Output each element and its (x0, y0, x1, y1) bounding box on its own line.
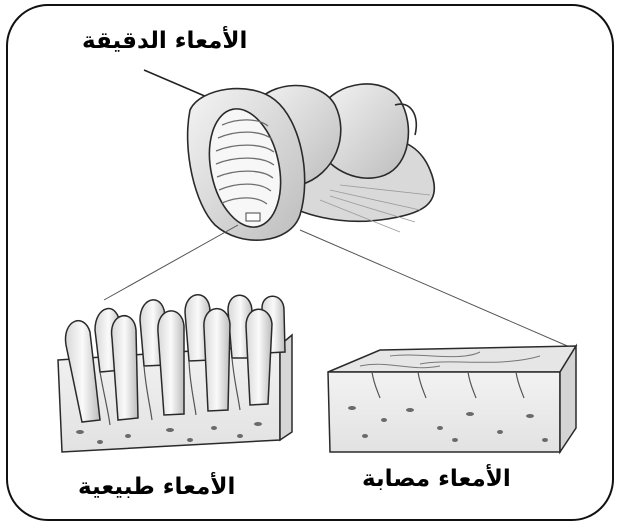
normal-villi-block (58, 295, 292, 452)
infected-flat-block (328, 346, 576, 452)
small-intestine-label: الأمعاء الدقيقة (82, 28, 247, 54)
normal-intestine-label: الأمعاء طبيعية (78, 474, 235, 500)
infected-intestine-label: الأمعاء مصابة (362, 466, 511, 492)
zoom-line-left (104, 225, 238, 300)
zoom-line-right (300, 230, 572, 348)
label-leader-line (144, 70, 214, 100)
small-intestine-drawing (188, 84, 435, 240)
